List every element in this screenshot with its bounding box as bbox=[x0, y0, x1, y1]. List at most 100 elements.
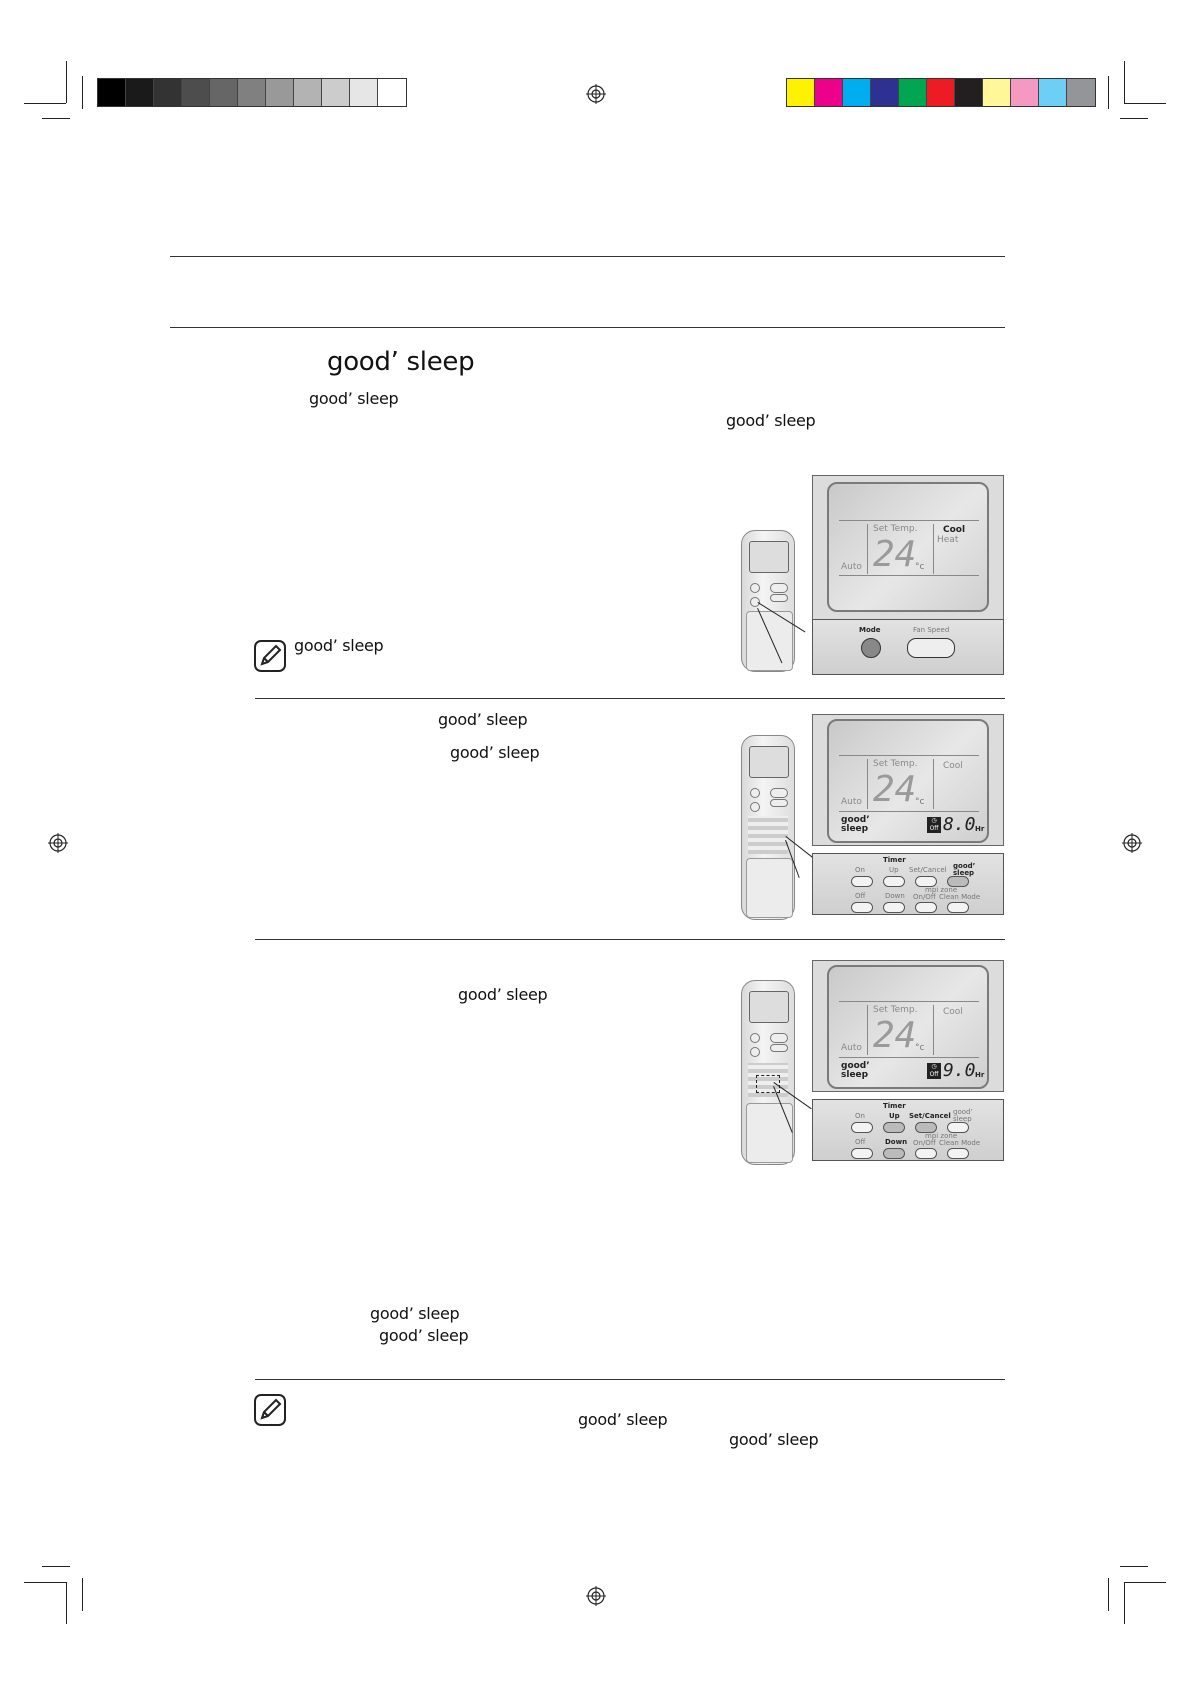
set-cancel-button[interactable] bbox=[915, 1122, 937, 1133]
on-off-label: On/Off bbox=[913, 1139, 936, 1147]
crop-mark bbox=[1124, 1582, 1125, 1624]
set-cancel-button[interactable] bbox=[915, 876, 937, 887]
temperature-readout: 24 bbox=[873, 1015, 917, 1056]
registration-mark-icon bbox=[48, 833, 68, 853]
note-pencil-icon bbox=[254, 640, 286, 672]
good-sleep-btn-label: sleep bbox=[953, 869, 975, 877]
timer-on-button[interactable] bbox=[851, 876, 873, 887]
crop-mark bbox=[1120, 1566, 1148, 1567]
off-label: Off bbox=[855, 1138, 866, 1146]
timer-buttons-zoom: Timer On Up Set/Cancel good’ sleep Off D… bbox=[812, 1099, 1004, 1161]
color-swatch bbox=[787, 79, 815, 106]
fan-speed-label: Fan Speed bbox=[913, 626, 950, 634]
color-calibration-bar bbox=[786, 78, 1096, 107]
cool-mode-label: Cool bbox=[943, 525, 966, 535]
timer-hours-readout: 9.0 bbox=[943, 1060, 976, 1081]
section-divider bbox=[255, 698, 1005, 699]
auto-fan-label: Auto bbox=[841, 562, 862, 572]
brand-mark: good’ sleep bbox=[458, 985, 548, 1004]
gray-calibration-bar bbox=[97, 78, 407, 107]
color-swatch bbox=[1067, 79, 1095, 106]
crop-mark bbox=[66, 61, 67, 103]
hours-unit: Hr bbox=[975, 825, 985, 833]
note-pencil-icon bbox=[254, 1394, 286, 1426]
lcd-display-panel: Set Temp. Cool Heat Auto 24 °c bbox=[812, 475, 1004, 620]
good-sleep-indicator: sleep bbox=[841, 1070, 869, 1080]
on-label: On bbox=[855, 1112, 865, 1120]
set-temp-label: Set Temp. bbox=[873, 759, 918, 769]
crop-mark bbox=[1124, 61, 1125, 103]
clean-mode-button[interactable] bbox=[947, 1148, 969, 1159]
header-rule bbox=[170, 256, 1005, 257]
good-sleep-button[interactable] bbox=[947, 876, 969, 887]
timer-on-button[interactable] bbox=[851, 1122, 873, 1133]
timer-down-button[interactable] bbox=[883, 902, 905, 913]
color-swatch bbox=[955, 79, 983, 106]
good-sleep-indicator: good’ bbox=[841, 815, 870, 825]
mode-label: Mode bbox=[859, 626, 881, 634]
temperature-readout: 24 bbox=[873, 769, 917, 810]
crop-mark bbox=[1108, 76, 1109, 109]
mode-button-zoom: Mode Fan Speed bbox=[812, 619, 1004, 675]
set-cancel-label: Set/Cancel bbox=[909, 1112, 951, 1120]
gray-swatch bbox=[154, 79, 182, 106]
crop-mark bbox=[1108, 1578, 1109, 1611]
timer-label: Timer bbox=[883, 1102, 906, 1110]
off-label: Off bbox=[855, 892, 866, 900]
clean-mode-label: Clean Mode bbox=[939, 1139, 981, 1147]
gray-swatch bbox=[210, 79, 238, 106]
color-swatch bbox=[1039, 79, 1067, 106]
gray-swatch bbox=[378, 79, 406, 106]
brand-mark: good’ sleep bbox=[309, 389, 399, 408]
crop-mark bbox=[66, 1582, 67, 1624]
section-title: good’ sleep bbox=[327, 347, 475, 377]
color-swatch bbox=[815, 79, 843, 106]
color-swatch bbox=[1011, 79, 1039, 106]
brand-mark: good’ sleep bbox=[379, 1326, 469, 1345]
timer-off-icon: ◷Off bbox=[927, 1063, 941, 1079]
timer-up-button[interactable] bbox=[883, 876, 905, 887]
mpi-zone-label: mpi zone bbox=[925, 886, 958, 894]
timer-off-icon: ◷Off bbox=[927, 817, 941, 833]
up-label: Up bbox=[889, 866, 899, 874]
auto-fan-label: Auto bbox=[841, 797, 862, 807]
gray-swatch bbox=[98, 79, 126, 106]
gray-swatch bbox=[182, 79, 210, 106]
mpi-zone-label: mpi zone bbox=[925, 1132, 958, 1140]
timer-up-button[interactable] bbox=[883, 1122, 905, 1133]
good-sleep-indicator: sleep bbox=[841, 824, 869, 834]
remote-control-illustration bbox=[741, 980, 795, 1165]
gray-swatch bbox=[350, 79, 378, 106]
good-sleep-btn-label: sleep bbox=[953, 1115, 972, 1123]
timer-down-button[interactable] bbox=[883, 1148, 905, 1159]
set-temp-label: Set Temp. bbox=[873, 524, 918, 534]
lcd-display-panel: Set Temp. Cool Auto 24 °c good’ sleep ◷O… bbox=[812, 714, 1004, 846]
section-divider bbox=[255, 939, 1005, 940]
brand-mark: good’ sleep bbox=[578, 1410, 668, 1429]
temperature-unit: °c bbox=[915, 562, 925, 572]
color-swatch bbox=[843, 79, 871, 106]
crop-mark bbox=[82, 1578, 83, 1611]
temperature-unit: °c bbox=[915, 1043, 925, 1053]
good-sleep-indicator: good’ bbox=[841, 1061, 870, 1071]
gray-swatch bbox=[126, 79, 154, 106]
registration-mark-icon bbox=[586, 1586, 606, 1606]
set-cancel-label: Set/Cancel bbox=[909, 866, 947, 874]
color-swatch bbox=[871, 79, 899, 106]
mpi-on-off-button[interactable] bbox=[915, 1148, 937, 1159]
color-swatch bbox=[927, 79, 955, 106]
crop-mark bbox=[42, 118, 70, 119]
good-sleep-button[interactable] bbox=[947, 1122, 969, 1133]
heat-mode-label: Heat bbox=[937, 535, 959, 545]
down-label: Down bbox=[885, 1138, 908, 1146]
gray-swatch bbox=[322, 79, 350, 106]
timer-buttons-zoom: Timer On Up Set/Cancel good’ sleep Off D… bbox=[812, 853, 1004, 915]
fan-speed-button[interactable] bbox=[907, 638, 955, 658]
mode-button[interactable] bbox=[861, 638, 881, 658]
registration-mark-icon bbox=[1122, 833, 1142, 853]
clean-mode-button[interactable] bbox=[947, 902, 969, 913]
timer-hours-readout: 8.0 bbox=[943, 814, 976, 835]
timer-off-button[interactable] bbox=[851, 1148, 873, 1159]
timer-off-button[interactable] bbox=[851, 902, 873, 913]
mpi-on-off-button[interactable] bbox=[915, 902, 937, 913]
